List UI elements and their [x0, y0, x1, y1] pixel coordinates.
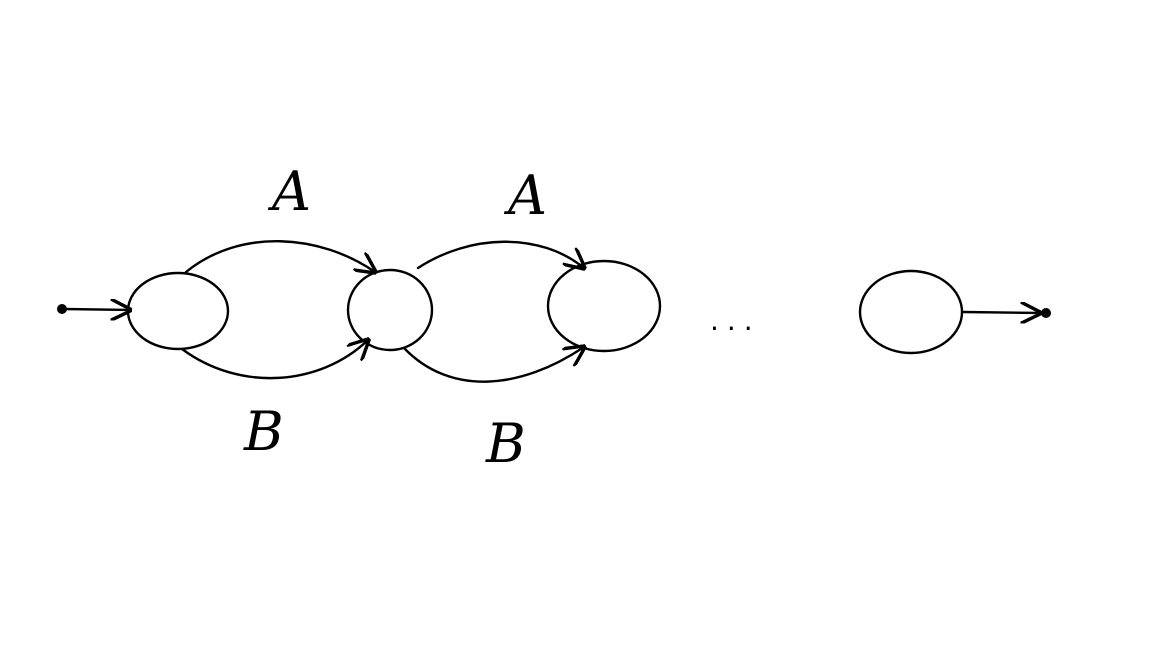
end-point — [1041, 308, 1051, 318]
transition-a-1 — [184, 240, 375, 272]
state-node-2 — [346, 268, 434, 352]
entry-arrow — [62, 309, 130, 310]
edge-label-top-first: A — [267, 160, 311, 223]
transition-a-2 — [416, 240, 584, 268]
start-point — [57, 304, 67, 314]
state-node-1 — [126, 271, 230, 351]
exit-arrow — [961, 312, 1040, 313]
transition-b-1 — [180, 340, 368, 380]
transition-b-2 — [402, 347, 584, 383]
state-node-final — [858, 269, 964, 355]
edge-label-bottom-second: B — [485, 412, 526, 475]
edge-label-top-second: A — [503, 164, 547, 227]
edge-label-bottom-first: B — [243, 400, 284, 463]
continuation-ellipsis: ... — [710, 304, 761, 337]
state-node-3 — [546, 259, 662, 353]
